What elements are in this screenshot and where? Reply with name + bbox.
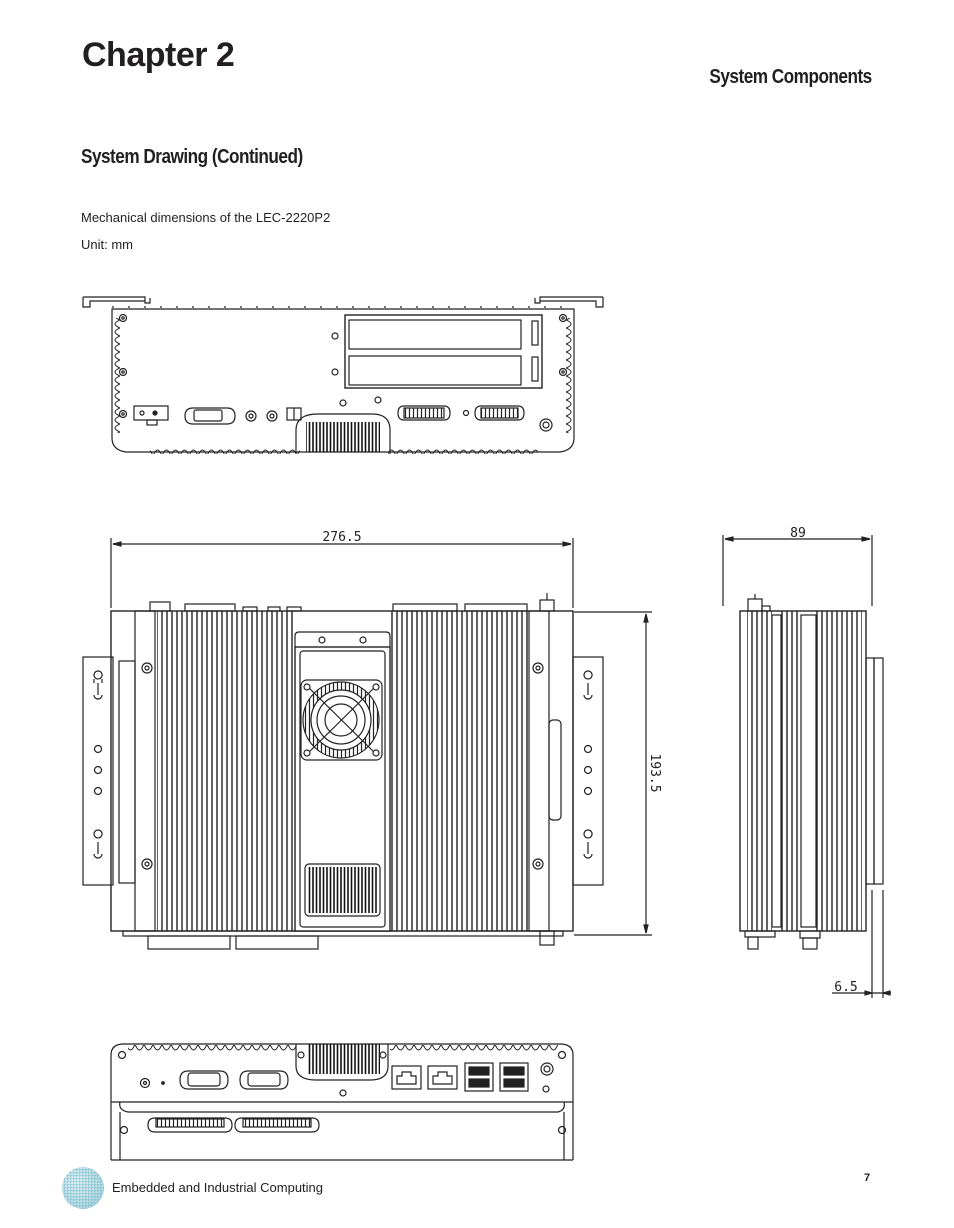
chapter-title: Chapter 2 (82, 36, 235, 74)
page-number: 7 (864, 1172, 871, 1184)
top-view (82, 538, 652, 950)
rear-view (110, 1043, 574, 1161)
depth-dimension-label: 193.5 (647, 753, 662, 792)
company-logo-icon (62, 1167, 104, 1209)
section-title: System Components (709, 66, 873, 88)
width-dimension-label: 276.5 (322, 530, 361, 545)
height-dimension-label: 89 (790, 526, 806, 541)
drawing-description: Mechanical dimensions of the LEC-2220P2 (81, 210, 331, 225)
unit-label: Unit: mm (81, 237, 133, 252)
offset-dimension-label: 6.5 (834, 980, 857, 995)
side-view (722, 535, 891, 998)
drawing-heading: System Drawing (Continued) (81, 146, 303, 168)
front-view (82, 296, 604, 454)
footer-company-text: Embedded and Industrial Computing (112, 1180, 324, 1195)
